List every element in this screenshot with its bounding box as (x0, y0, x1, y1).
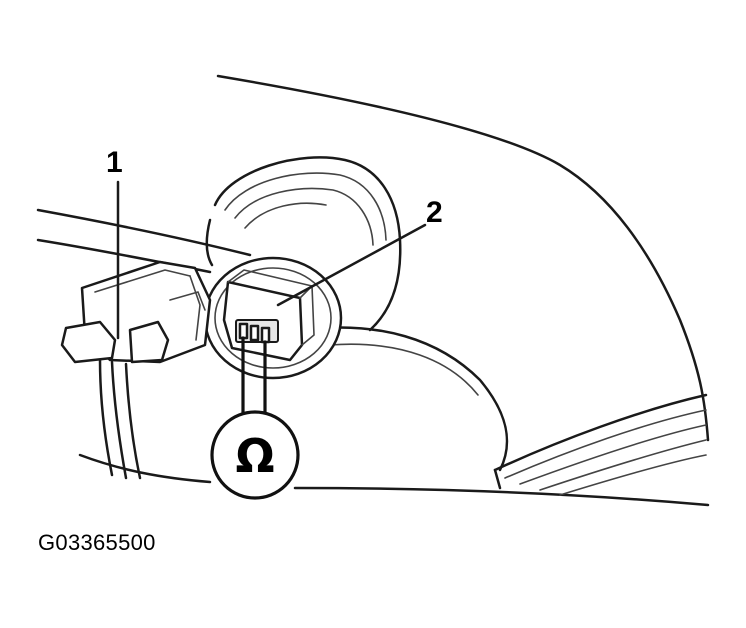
callout-2: 2 (426, 196, 443, 229)
pin-2 (249, 324, 260, 342)
ohm-symbol: Ω (235, 429, 274, 483)
pin-3 (260, 326, 271, 344)
body-panel (36, 74, 710, 507)
meter-probe-leads (241, 336, 267, 417)
pin-1 (238, 322, 249, 340)
connector-socket (203, 256, 343, 380)
callout-1: 1 (106, 146, 123, 179)
socket-boot (205, 156, 402, 332)
harness-connector (60, 260, 212, 364)
figure-code: G03365500 (38, 530, 156, 555)
callout-leaders (116, 180, 427, 340)
ohmmeter-icon: Ω (210, 410, 300, 500)
harness-wires (98, 358, 142, 480)
trim-strips (493, 393, 708, 496)
